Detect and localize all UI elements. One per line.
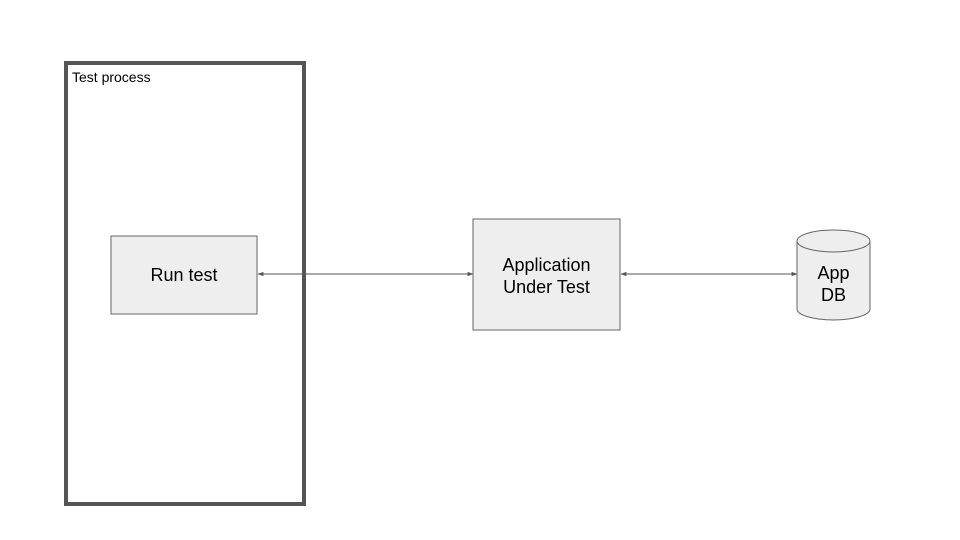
application-label-line2: Under Test	[503, 277, 590, 297]
test-process-container: Test process	[64, 61, 306, 506]
test-process-label: Test process	[72, 69, 151, 85]
database-cylinder-top	[796, 229, 871, 253]
application-under-test-node: Application Under Test	[472, 218, 621, 331]
run-test-node: Run test	[110, 235, 258, 315]
db-label-line2: DB	[821, 285, 846, 305]
database-cylinder-icon	[796, 241, 871, 321]
run-test-label: Run test	[150, 265, 217, 285]
application-label-line1: Application	[502, 255, 590, 275]
app-db-node: App DB	[796, 229, 871, 321]
db-label-line1: App	[817, 263, 849, 283]
